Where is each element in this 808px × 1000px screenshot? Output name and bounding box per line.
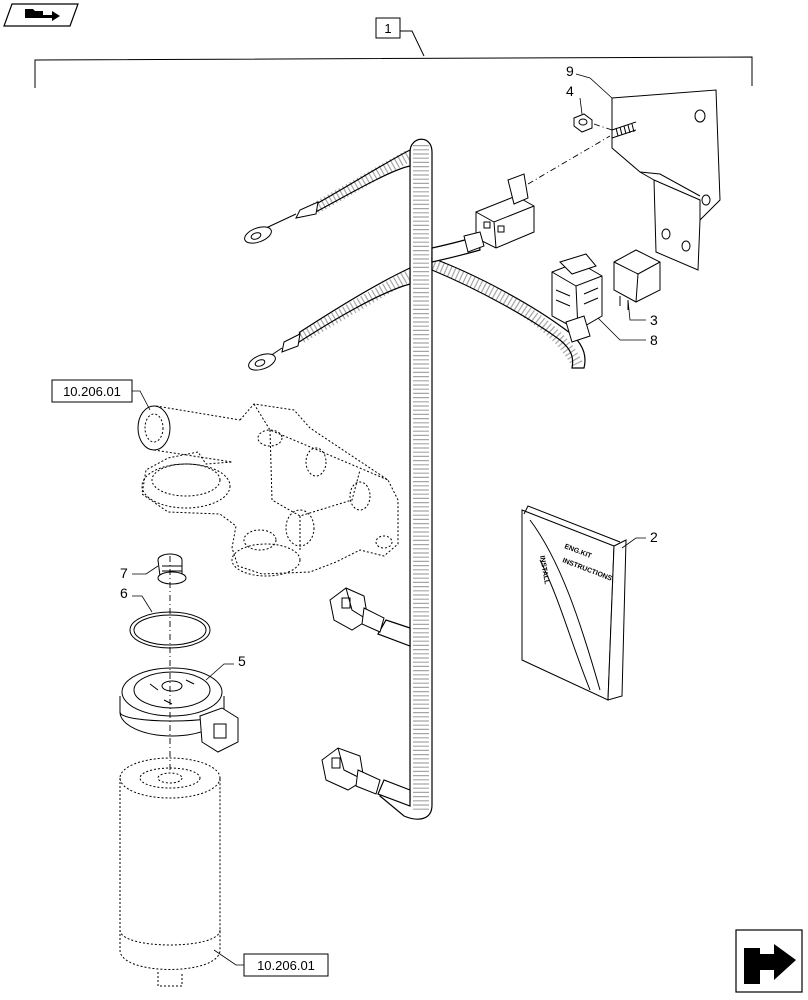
reference-lower-label: 10.206.01 [257,958,315,973]
callout-5-label: 5 [238,653,246,669]
callout-6-label: 6 [120,585,128,601]
callout-6[interactable]: 6 [120,585,153,613]
relay-socket[interactable] [551,253,603,343]
callout-2[interactable]: 2 [621,529,658,549]
assembly-label: 1 [384,21,391,36]
callout-9[interactable]: 9 [566,63,613,99]
next-page-arrow-icon[interactable] [735,929,803,993]
fuel-filter-element[interactable] [119,757,221,987]
relay[interactable] [613,249,661,310]
harness-plug-middle[interactable] [329,587,385,633]
ring-terminal-upper [244,201,319,244]
harness-connector-upper[interactable] [463,173,535,253]
filter-head-cap[interactable] [119,667,239,753]
nut-and-stud[interactable] [573,113,637,139]
folder-arrow-icon[interactable] [3,3,79,27]
callout-2-label: 2 [650,529,658,545]
callout-3-label: 3 [650,312,658,328]
callout-7[interactable]: 7 [120,565,159,581]
callout-8-label: 8 [650,332,658,348]
harness-plug-lower[interactable] [321,747,381,795]
ring-terminal-lower [248,333,301,371]
connector-axis-line [527,135,611,185]
drain-plug[interactable] [157,553,187,585]
filter-head-housing[interactable] [137,403,399,577]
callout-9-label: 9 [566,63,574,79]
callout-7-label: 7 [120,565,128,581]
callout-8[interactable]: 8 [597,317,658,348]
assembly-bracket [34,30,753,88]
instruction-manual[interactable]: ENG.KIT INSTRUCTIONS INSTALL [521,505,627,701]
callout-5[interactable]: 5 [205,653,246,681]
nut-axis-line [593,123,613,131]
callout-4[interactable]: 4 [566,83,583,115]
callout-4-label: 4 [566,83,574,99]
reference-upper-label: 10.206.01 [63,384,121,399]
callout-3[interactable]: 3 [627,299,658,328]
reference-upper[interactable]: 10.206.01 [51,379,151,411]
mounting-bracket[interactable] [611,89,721,271]
wiring-harness[interactable] [242,138,586,820]
assembly-callout[interactable]: 1 [375,17,401,39]
reference-lower[interactable]: 10.206.01 [213,949,329,977]
